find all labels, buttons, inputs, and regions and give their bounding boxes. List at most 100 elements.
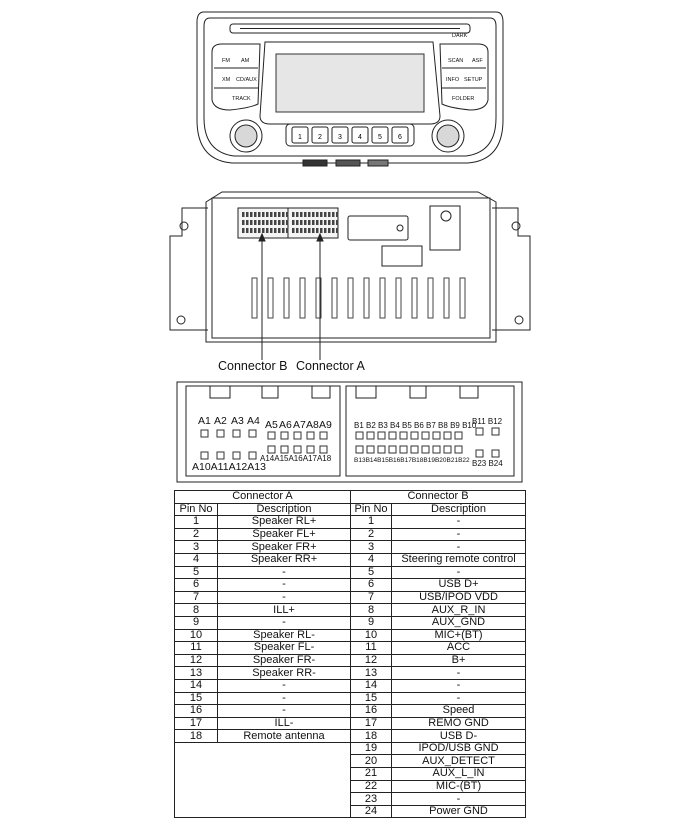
preset-label: 6 — [398, 134, 402, 141]
pin-socket — [267, 431, 276, 440]
vent-slot — [299, 277, 306, 319]
connector-pin — [332, 220, 335, 225]
connector-pin — [282, 212, 285, 217]
connector-pin — [242, 220, 245, 225]
pin-b-description: - — [391, 540, 527, 554]
pin-a-number: 4 — [174, 552, 218, 567]
connector-pin — [254, 220, 257, 225]
connector-pin — [328, 220, 331, 225]
pin-socket — [454, 431, 463, 440]
pin-socket — [200, 451, 209, 460]
vent-slot — [331, 277, 338, 319]
vent-slot — [459, 277, 466, 319]
pin-socket — [319, 445, 328, 454]
pin-label-a3: A3 — [231, 415, 244, 427]
pin-a-description: Speaker FR+ — [216, 540, 352, 554]
connector-pin — [296, 212, 299, 217]
pin-socket — [399, 445, 408, 454]
pin-a-number: 12 — [174, 653, 218, 668]
connector-pin — [242, 228, 245, 233]
connector-pin — [324, 212, 327, 217]
pin-label-a6: A6 — [279, 419, 292, 431]
connector-pin — [312, 228, 315, 233]
pin-socket — [200, 429, 209, 438]
preset-button — [311, 126, 329, 144]
connector-pin — [278, 212, 281, 217]
connector-a-callout: Connector A — [296, 359, 365, 373]
connector-face — [176, 381, 523, 483]
connector-pin — [258, 212, 261, 217]
pin-socket — [421, 445, 430, 454]
connector-pin — [324, 220, 327, 225]
connector-pin — [320, 220, 323, 225]
pin-a-description: Remote antenna — [216, 729, 352, 743]
connector-pin — [304, 220, 307, 225]
connector-pin — [316, 228, 319, 233]
table-row: 5-5- — [174, 565, 527, 580]
preset-label: 5 — [378, 134, 382, 141]
pin-b-number: 11 — [350, 641, 393, 655]
pin-socket — [443, 431, 452, 440]
pin-socket — [355, 445, 364, 454]
pin-socket — [232, 451, 241, 460]
button-folder-label: FOLDER — [452, 96, 474, 102]
vent-slot — [283, 277, 290, 319]
pin-label-a1: A1 — [198, 415, 211, 427]
pin-b-description: MIC+(BT) — [391, 628, 527, 643]
pin-a-number: 16 — [174, 704, 218, 718]
connector-pin — [320, 228, 323, 233]
button-track-label: TRACK — [232, 96, 251, 102]
connector-pin — [250, 212, 253, 217]
pin-label-b13-b22: B13B14B15B16B17B18B19B20B21B22 — [354, 457, 470, 464]
pin-a-description: Speaker FL- — [216, 641, 352, 655]
pin-b-number: 10 — [350, 628, 393, 643]
button-asf-label: ASF — [472, 58, 483, 64]
pin-a-description: - — [216, 678, 352, 693]
connector-pin — [336, 212, 339, 217]
pin-b-number: 2 — [350, 527, 393, 542]
pin-b-number: 17 — [350, 716, 393, 731]
connector-pin — [336, 228, 339, 233]
preset-button — [391, 126, 409, 144]
pin-socket — [475, 427, 484, 436]
pin-label-a8: A8 — [306, 419, 319, 431]
pin-b-description: Power GND — [391, 804, 527, 819]
pin-b-description: AUX_DETECT — [391, 754, 527, 769]
connector-pin — [274, 228, 277, 233]
pin-socket — [377, 445, 386, 454]
connector-pin — [246, 220, 249, 225]
connector-pin — [304, 228, 307, 233]
connector-pin — [300, 228, 303, 233]
pin-socket — [232, 429, 241, 438]
button-scan-label: SCAN — [448, 58, 463, 64]
chassis-vent-slots — [251, 277, 466, 319]
head-unit-labels: FM AM XM CD/AUX TRACK DARK SCAN ASF INFO… — [222, 33, 483, 102]
connector-pin — [270, 212, 273, 217]
pin-socket — [388, 431, 397, 440]
connector-pin — [282, 228, 285, 233]
pin-socket — [432, 445, 441, 454]
pin-socket — [377, 431, 386, 440]
pin-a-description: - — [216, 615, 352, 630]
pin-b-number: 9 — [350, 615, 393, 630]
pin-b-number: 22 — [350, 779, 393, 794]
pin-b-description: - — [391, 565, 527, 580]
pin-b-description: AUX_GND — [391, 615, 527, 630]
pin-b-description: USB/IPOD VDD — [391, 590, 527, 605]
connector-pin — [254, 228, 257, 233]
pin-a-number: 5 — [174, 565, 218, 580]
table-row: 15-15- — [174, 691, 527, 706]
pin-b-description: IPOD/USB GND — [391, 741, 527, 756]
pin-socket — [216, 451, 225, 460]
pin-socket — [319, 431, 328, 440]
pin-b-number: 12 — [350, 653, 393, 668]
pin-socket — [248, 451, 257, 460]
pin-label-a4: A4 — [247, 415, 260, 427]
